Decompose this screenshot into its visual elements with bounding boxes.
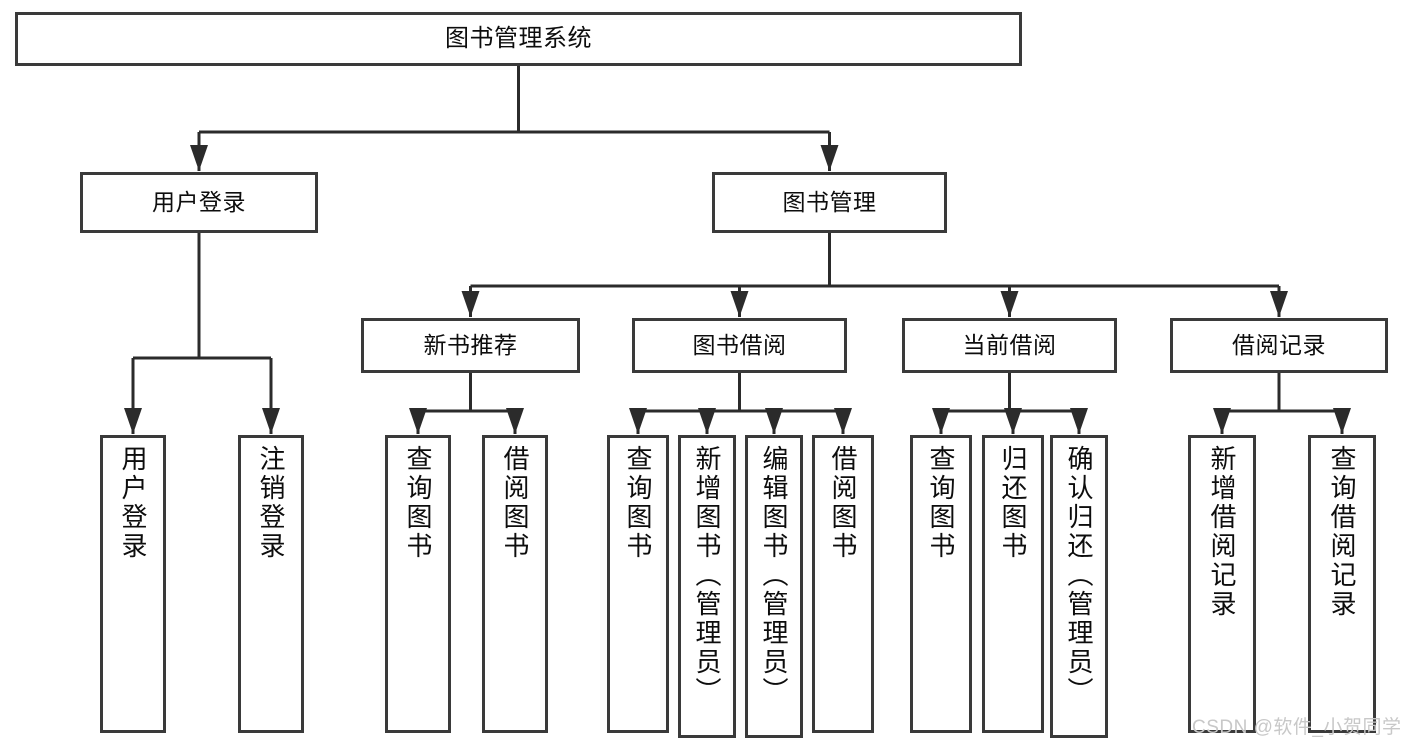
node-label: 用户登录: [118, 445, 148, 561]
node-current[interactable]: 当前借阅: [902, 318, 1117, 373]
node-l_qrec[interactable]: 查询借阅记录: [1308, 435, 1376, 733]
node-l_q3[interactable]: 查询图书: [910, 435, 972, 733]
node-label: 借阅图书: [828, 445, 858, 561]
node-label: 编辑图书（管理员）: [759, 445, 789, 706]
node-records[interactable]: 借阅记录: [1170, 318, 1388, 373]
node-l_logout[interactable]: 注销登录: [238, 435, 304, 733]
node-l_return[interactable]: 归还图书: [982, 435, 1044, 733]
node-label: 当前借阅: [962, 331, 1057, 358]
node-label: 借阅记录: [1232, 331, 1326, 358]
node-label: 注销登录: [256, 445, 286, 561]
node-newbook[interactable]: 新书推荐: [361, 318, 580, 373]
node-l_confirm[interactable]: 确认归还（管理员）: [1050, 435, 1108, 738]
node-label: 查询图书: [403, 445, 433, 561]
node-label: 查询借阅记录: [1327, 445, 1357, 619]
node-root[interactable]: 图书管理系统: [15, 12, 1022, 66]
node-l_login[interactable]: 用户登录: [100, 435, 166, 733]
node-label: 查询图书: [623, 445, 653, 561]
node-label: 新书推荐: [423, 331, 518, 358]
node-label: 查询图书: [926, 445, 956, 561]
node-l_b2[interactable]: 借阅图书: [812, 435, 874, 733]
node-label: 图书管理系统: [445, 24, 592, 52]
node-label: 归还图书: [998, 445, 1028, 561]
node-label: 确认归还（管理员）: [1064, 445, 1094, 706]
node-bookmgmt[interactable]: 图书管理: [712, 172, 947, 233]
node-borrow[interactable]: 图书借阅: [632, 318, 847, 373]
node-label: 用户登录: [152, 188, 246, 215]
node-l_edit[interactable]: 编辑图书（管理员）: [745, 435, 803, 738]
node-l_q2[interactable]: 查询图书: [607, 435, 669, 733]
node-label: 新增借阅记录: [1207, 445, 1237, 619]
node-label: 图书管理: [782, 188, 877, 215]
node-l_addrec[interactable]: 新增借阅记录: [1188, 435, 1256, 733]
node-l_q1[interactable]: 查询图书: [385, 435, 451, 733]
node-label: 借阅图书: [500, 445, 530, 561]
node-login[interactable]: 用户登录: [80, 172, 318, 233]
node-l_b1[interactable]: 借阅图书: [482, 435, 548, 733]
node-l_add[interactable]: 新增图书（管理员）: [678, 435, 736, 738]
node-label: 图书借阅: [692, 331, 787, 358]
node-label: 新增图书（管理员）: [692, 445, 722, 706]
